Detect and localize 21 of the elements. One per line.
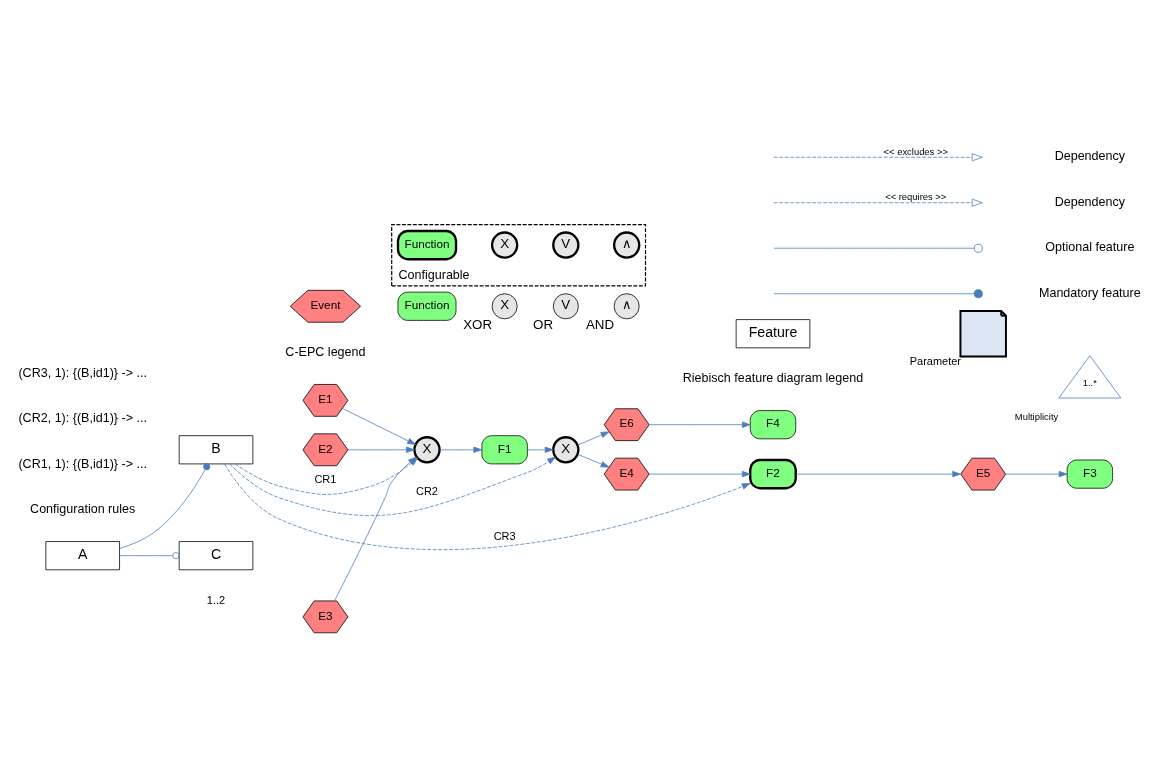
node-label: Parameter: [909, 354, 961, 367]
label: << requires >>: [885, 190, 947, 202]
edge-label: CR2: [416, 484, 438, 497]
label: C-EPC legend: [285, 344, 366, 359]
label: (CR1, 1): {(B,id1)} -> ...: [18, 456, 147, 471]
label: Configuration rules: [30, 501, 136, 516]
node-label: Multiplicity: [1014, 410, 1059, 422]
node-label: XOR: [463, 316, 493, 332]
label: (CR2, 1): {(B,id1)} -> ...: [18, 410, 147, 425]
label: (CR3, 1): {(B,id1)} -> ...: [18, 365, 147, 380]
node-label: AND: [585, 316, 615, 332]
label: << excludes >>: [883, 145, 948, 157]
legend-label: Dependency: [1054, 148, 1126, 163]
legend-label: Dependency: [1054, 194, 1126, 209]
label: 1..2: [206, 593, 226, 606]
legend-label: Optional feature: [1045, 239, 1135, 254]
legend-label: Mandatory feature: [1039, 285, 1141, 300]
node-label: OR: [533, 316, 554, 332]
edge-label: CR3: [493, 529, 516, 542]
edge-label: CR1: [314, 472, 337, 485]
label: Riebisch feature diagram legend: [682, 370, 864, 385]
